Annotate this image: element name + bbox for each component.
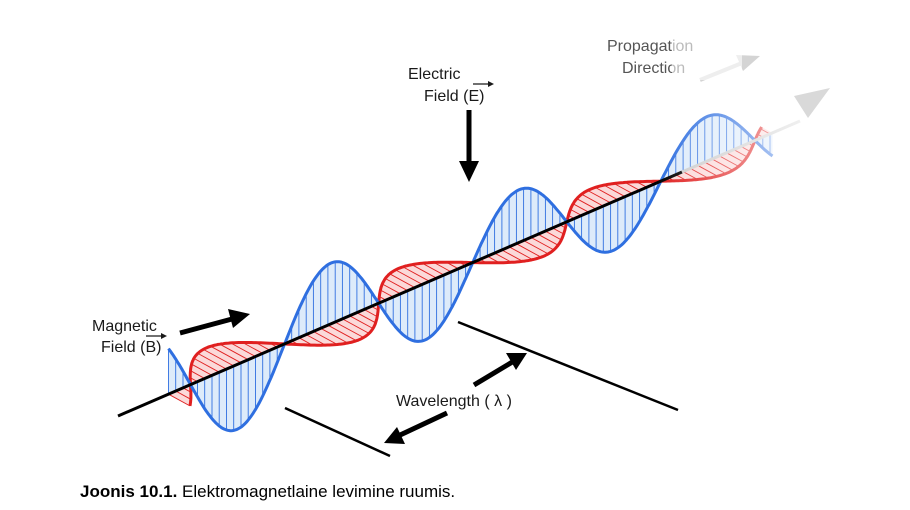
- hatch-line: [523, 240, 549, 255]
- magnetic-field-arrow: [179, 316, 233, 336]
- hatch-line: [193, 358, 220, 373]
- hatch-line: [421, 262, 445, 276]
- magnetic-field-label-line2: Field (B): [101, 339, 161, 356]
- hatch-line: [342, 318, 370, 334]
- magnetic-field-label-line1: Magnetic: [92, 318, 157, 335]
- hatch-line: [320, 327, 348, 344]
- wavelength-guide-right: [457, 320, 679, 412]
- wavelength-arrow-right: [472, 358, 516, 388]
- hatch-line: [197, 353, 227, 370]
- propagation-arrowhead-main: [794, 88, 830, 118]
- hatch-line: [545, 230, 562, 241]
- hatch-line: [382, 283, 401, 295]
- hatch-line: [537, 233, 559, 246]
- hatch-line: [356, 312, 376, 324]
- hatch-line: [380, 289, 394, 298]
- hatch-line: [168, 393, 191, 407]
- wavelength-guide-left: [284, 406, 391, 458]
- hatch-line: [389, 273, 416, 288]
- figure-caption-number: Joonis 10.1.: [80, 482, 178, 501]
- electric-field-arrowhead: [459, 161, 479, 182]
- electric-field-label-line2: Field (E): [424, 88, 484, 105]
- propagation-label-line2: Direction: [622, 60, 685, 77]
- hatch-line: [402, 266, 430, 282]
- electric-vector-bar-tip: [488, 81, 494, 87]
- magnetic-field-arrowhead: [228, 309, 250, 328]
- hatch-line: [305, 334, 326, 346]
- hatch-line: [411, 264, 437, 279]
- hatch-line: [203, 349, 234, 367]
- hatch-line: [175, 390, 192, 400]
- hatch-line: [508, 246, 533, 260]
- wavelength-label: Wavelength ( λ ): [396, 393, 512, 410]
- hatch-line: [210, 345, 242, 364]
- magnetic-vector-bar-tip: [161, 333, 167, 339]
- hatch-line: [433, 262, 452, 273]
- hatch-line: [242, 342, 263, 354]
- hatch-line: [191, 363, 213, 376]
- em-wave-diagram: Electric Field (E) Magnetic Field (B) Wa…: [92, 30, 910, 458]
- hatch-line: [190, 370, 205, 379]
- hatch-line: [230, 342, 256, 357]
- hatch-line: [501, 249, 523, 262]
- hatch-line: [516, 243, 542, 258]
- figure-caption: Joonis 10.1. Elektromagnetlaine levimine…: [80, 482, 455, 502]
- electric-field-label-line1: Electric: [408, 66, 460, 83]
- hatch-line: [327, 324, 357, 342]
- wavelength-arrow-left: [396, 410, 449, 439]
- hatch-line: [385, 278, 408, 292]
- hatch-line: [363, 309, 378, 317]
- wavelength-arrowhead-right: [506, 353, 527, 370]
- figure-caption-text: Elektromagnetlaine levimine ruumis.: [177, 482, 456, 501]
- hatch-line: [349, 315, 374, 329]
- hatch-line: [219, 343, 249, 361]
- propagation-label-line1: Propagation: [607, 38, 693, 55]
- hatch-line: [494, 252, 512, 263]
- hatch-line: [334, 321, 364, 338]
- hatch-line: [313, 331, 338, 345]
- hatch-line: [530, 237, 555, 251]
- hatch-line: [395, 269, 423, 285]
- propagation-label-fade: [672, 32, 742, 80]
- wavelength-arrowhead-left: [384, 427, 405, 444]
